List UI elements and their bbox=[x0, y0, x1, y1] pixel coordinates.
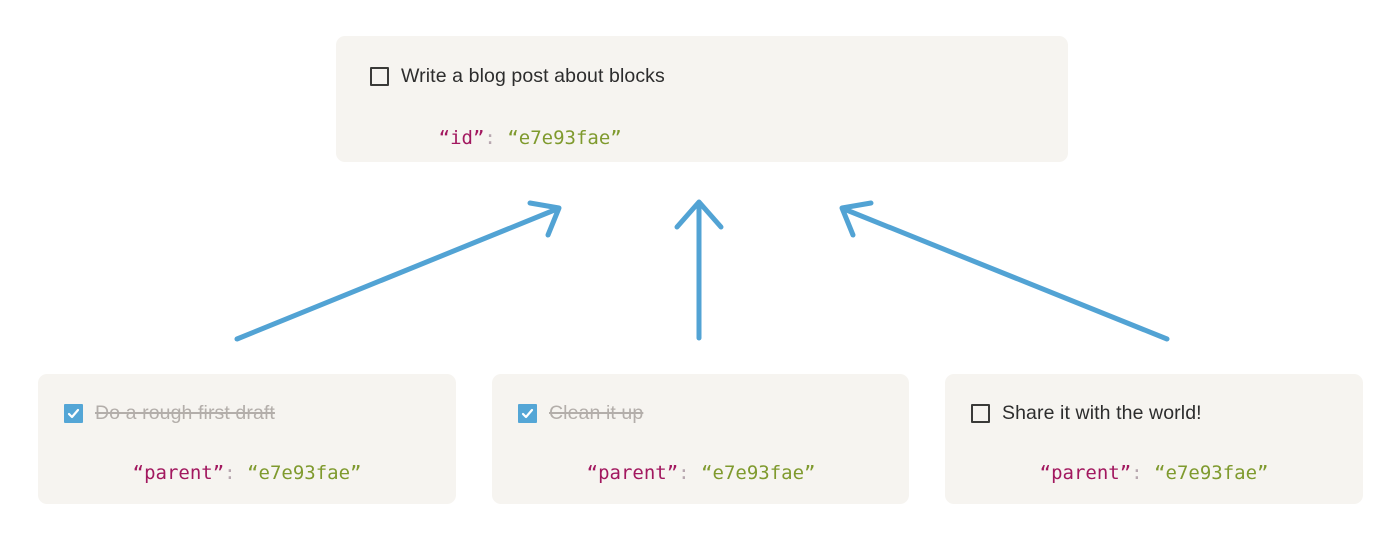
json-value: “e7e93fae” bbox=[507, 126, 622, 149]
child-todo-line: Clean it up bbox=[518, 400, 909, 426]
json-colon: : bbox=[224, 461, 236, 484]
arrow-child-2-to-parent bbox=[839, 200, 1170, 342]
checkbox-checked-icon[interactable] bbox=[518, 403, 537, 423]
parent-task-label: Write a blog post about blocks bbox=[401, 64, 665, 87]
child-task-label: Clean it up bbox=[549, 401, 644, 424]
arrow-child-1-to-parent bbox=[674, 199, 724, 341]
json-colon: : bbox=[484, 126, 496, 149]
json-value: “e7e93fae” bbox=[247, 461, 362, 484]
arrowhead-middle bbox=[674, 199, 724, 230]
child-json-line: “parent”: “e7e93fae” bbox=[64, 439, 456, 507]
json-colon: : bbox=[1131, 461, 1143, 484]
json-key: “parent” bbox=[586, 461, 679, 484]
parent-json-line: “id”: “e7e93fae” bbox=[370, 104, 1068, 172]
checkbox-checked-icon[interactable] bbox=[64, 403, 83, 423]
checkbox-empty-icon[interactable] bbox=[971, 403, 990, 423]
child-json-line: “parent”: “e7e93fae” bbox=[518, 439, 909, 507]
arrowhead-right bbox=[839, 200, 874, 238]
child-todo-line: Share it with the world! bbox=[971, 400, 1363, 426]
child-task-label: Do a rough first draft bbox=[95, 401, 275, 424]
json-value: “e7e93fae” bbox=[1154, 461, 1269, 484]
child-task-card[interactable]: Do a rough first draft “parent”: “e7e93f… bbox=[38, 374, 456, 504]
checkbox-empty-icon[interactable] bbox=[370, 66, 389, 86]
child-task-label: Share it with the world! bbox=[1002, 401, 1202, 424]
arrowhead-left bbox=[527, 200, 562, 238]
json-key: “parent” bbox=[132, 461, 225, 484]
child-json-line: “parent”: “e7e93fae” bbox=[971, 439, 1363, 507]
json-value: “e7e93fae” bbox=[701, 461, 816, 484]
json-colon: : bbox=[678, 461, 690, 484]
parent-task-card[interactable]: Write a blog post about blocks “id”: “e7… bbox=[336, 36, 1068, 162]
child-task-card[interactable]: Share it with the world! “parent”: “e7e9… bbox=[945, 374, 1363, 504]
json-key: “id” bbox=[438, 126, 485, 149]
json-key: “parent” bbox=[1039, 461, 1132, 484]
child-todo-line: Do a rough first draft bbox=[64, 400, 456, 426]
parent-todo-line: Write a blog post about blocks bbox=[370, 63, 1068, 89]
arrow-child-0-to-parent bbox=[234, 200, 562, 342]
child-task-card[interactable]: Clean it up “parent”: “e7e93fae” bbox=[492, 374, 909, 504]
